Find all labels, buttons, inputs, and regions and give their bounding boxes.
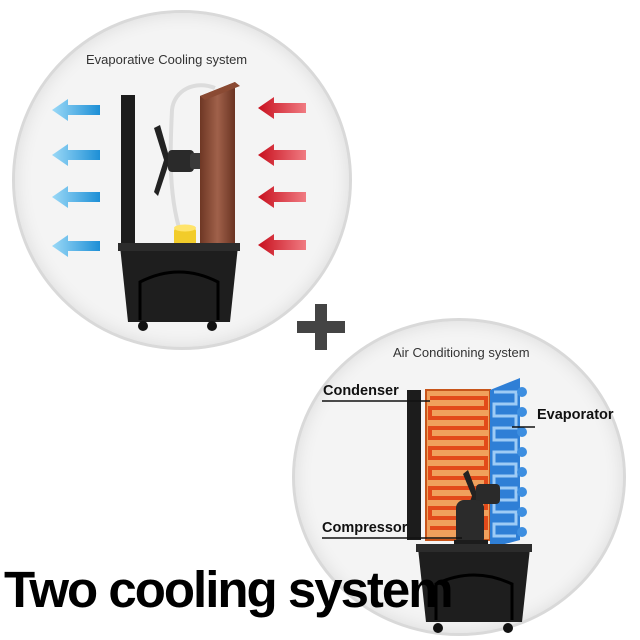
cool-air-arrow — [52, 144, 100, 166]
cool-air-arrows — [52, 99, 100, 257]
warm-air-arrow — [258, 234, 306, 256]
ac-front-grille — [407, 390, 421, 540]
plus-icon — [297, 304, 345, 350]
compressor-label: Compressor — [322, 520, 408, 536]
warm-air-arrow — [258, 186, 306, 208]
condenser-label: Condenser — [323, 383, 399, 399]
evaporator-label: Evaporator — [537, 407, 614, 423]
water-tank — [118, 243, 240, 331]
headline: Two cooling system — [4, 561, 454, 618]
evaporative-system-title: Evaporative Cooling system — [86, 52, 248, 67]
warm-air-arrows — [258, 97, 306, 256]
warm-air-arrow — [258, 97, 306, 119]
warm-air-arrow — [258, 144, 306, 166]
cool-air-arrow — [52, 235, 100, 257]
water-tube — [168, 83, 216, 241]
evaporator-coil — [490, 378, 527, 548]
water-cup-icon — [174, 224, 196, 246]
cool-air-arrow — [52, 99, 100, 121]
compressor — [454, 500, 488, 548]
label-leader-lines — [322, 400, 535, 539]
ac-water-tank — [416, 544, 532, 633]
cool-air-arrow — [52, 186, 100, 208]
air-conditioning-system-title: Air Conditioning system — [393, 345, 530, 360]
front-grille — [121, 95, 135, 243]
cooling-pad — [200, 82, 235, 262]
